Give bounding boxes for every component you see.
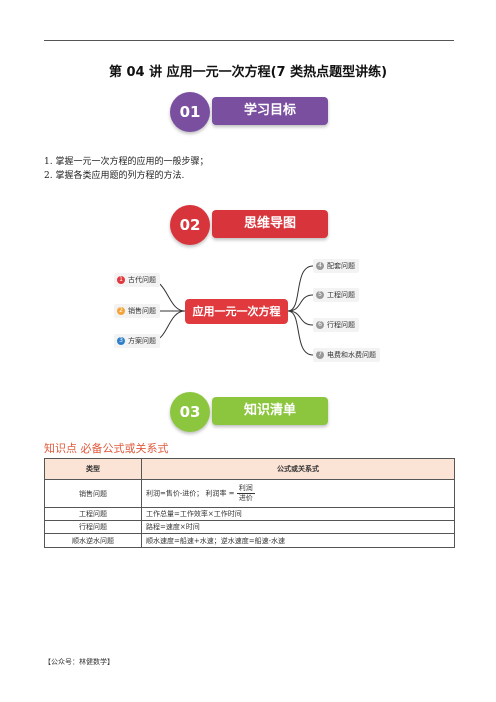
banner-label: 思维导图 [212, 210, 328, 238]
footer-note: 【公众号：林健数学】 [44, 658, 114, 666]
banner-label: 学习目标 [212, 97, 328, 125]
node-number-badge: 3 [117, 337, 125, 345]
banner-mind-map: 02 思维导图 [170, 205, 330, 247]
formula-table: 类型 公式或关系式 销售问题 利润=售价-进价； 利润率 = 利润 进价 工程问… [44, 458, 455, 548]
row-formula: 路程=速度×时间 [141, 520, 455, 534]
row-formula: 利润=售价-进价； 利润率 = 利润 进价 [141, 479, 455, 508]
node-label: 行程问题 [327, 321, 355, 329]
row-type: 行程问题 [44, 520, 142, 534]
banner-number: 01 [170, 92, 210, 132]
goal-item: 2. 掌握各类应用题的列方程的方法. [44, 171, 185, 181]
banner-number: 02 [170, 205, 210, 245]
node-label: 方案问题 [128, 337, 156, 345]
node-label: 工程问题 [327, 291, 355, 299]
row-type: 销售问题 [44, 479, 142, 508]
column-header-formula: 公式或关系式 [141, 458, 455, 480]
node-number-badge: 1 [117, 276, 125, 284]
fraction-numerator: 利润 [236, 484, 255, 494]
node-number-badge: 4 [316, 262, 324, 270]
table-header-row: 类型 公式或关系式 [44, 458, 455, 480]
banner-knowledge-list: 03 知识清单 [170, 392, 330, 434]
page-title: 第 04 讲 应用一元一次方程(7 类热点题型讲练) [108, 65, 388, 80]
table-row: 行程问题 路程=速度×时间 [44, 520, 455, 534]
node-number-badge: 7 [316, 351, 324, 359]
table-row: 销售问题 利润=售价-进价； 利润率 = 利润 进价 [44, 479, 455, 508]
row-type: 工程问题 [44, 507, 142, 521]
row-formula: 顺水速度=船速+水速；逆水速度=船速-水速 [141, 533, 455, 548]
node-number-badge: 5 [316, 291, 324, 299]
goal-item: 1. 掌握一元一次方程的应用的一般步骤； [44, 157, 209, 167]
formula-text: 利润=售价-进价； 利润率 = [146, 489, 235, 498]
table-row: 工程问题 工作总量=工作效率×工作时间 [44, 507, 455, 521]
node-number-badge: 2 [117, 307, 125, 315]
column-header-type: 类型 [44, 458, 142, 480]
goals-list: 1. 掌握一元一次方程的应用的一般步骤； 2. 掌握各类应用题的列方程的方法. [44, 155, 208, 183]
banner-learning-goals: 01 学习目标 [170, 92, 330, 134]
row-formula: 工作总量=工作效率×工作时间 [141, 507, 455, 521]
node-label: 古代问题 [128, 276, 156, 284]
fraction-denominator: 进价 [238, 494, 253, 502]
table-row: 顺水逆水问题 顺水速度=船速+水速；逆水速度=船速-水速 [44, 533, 455, 548]
node-number-badge: 6 [316, 321, 324, 329]
banner-label: 知识清单 [212, 397, 328, 425]
section-heading: 知识点 必备公式或关系式 [44, 442, 169, 455]
profit-rate-fraction: 利润 进价 [236, 484, 255, 503]
node-label: 销售问题 [128, 307, 156, 315]
node-label: 电费和水费问题 [327, 351, 376, 359]
node-label: 配套问题 [327, 262, 355, 270]
banner-number: 03 [170, 392, 210, 432]
row-type: 顺水逆水问题 [44, 533, 142, 548]
mind-map-center: 应用一元一次方程 [185, 299, 288, 324]
header-rule [44, 40, 454, 41]
